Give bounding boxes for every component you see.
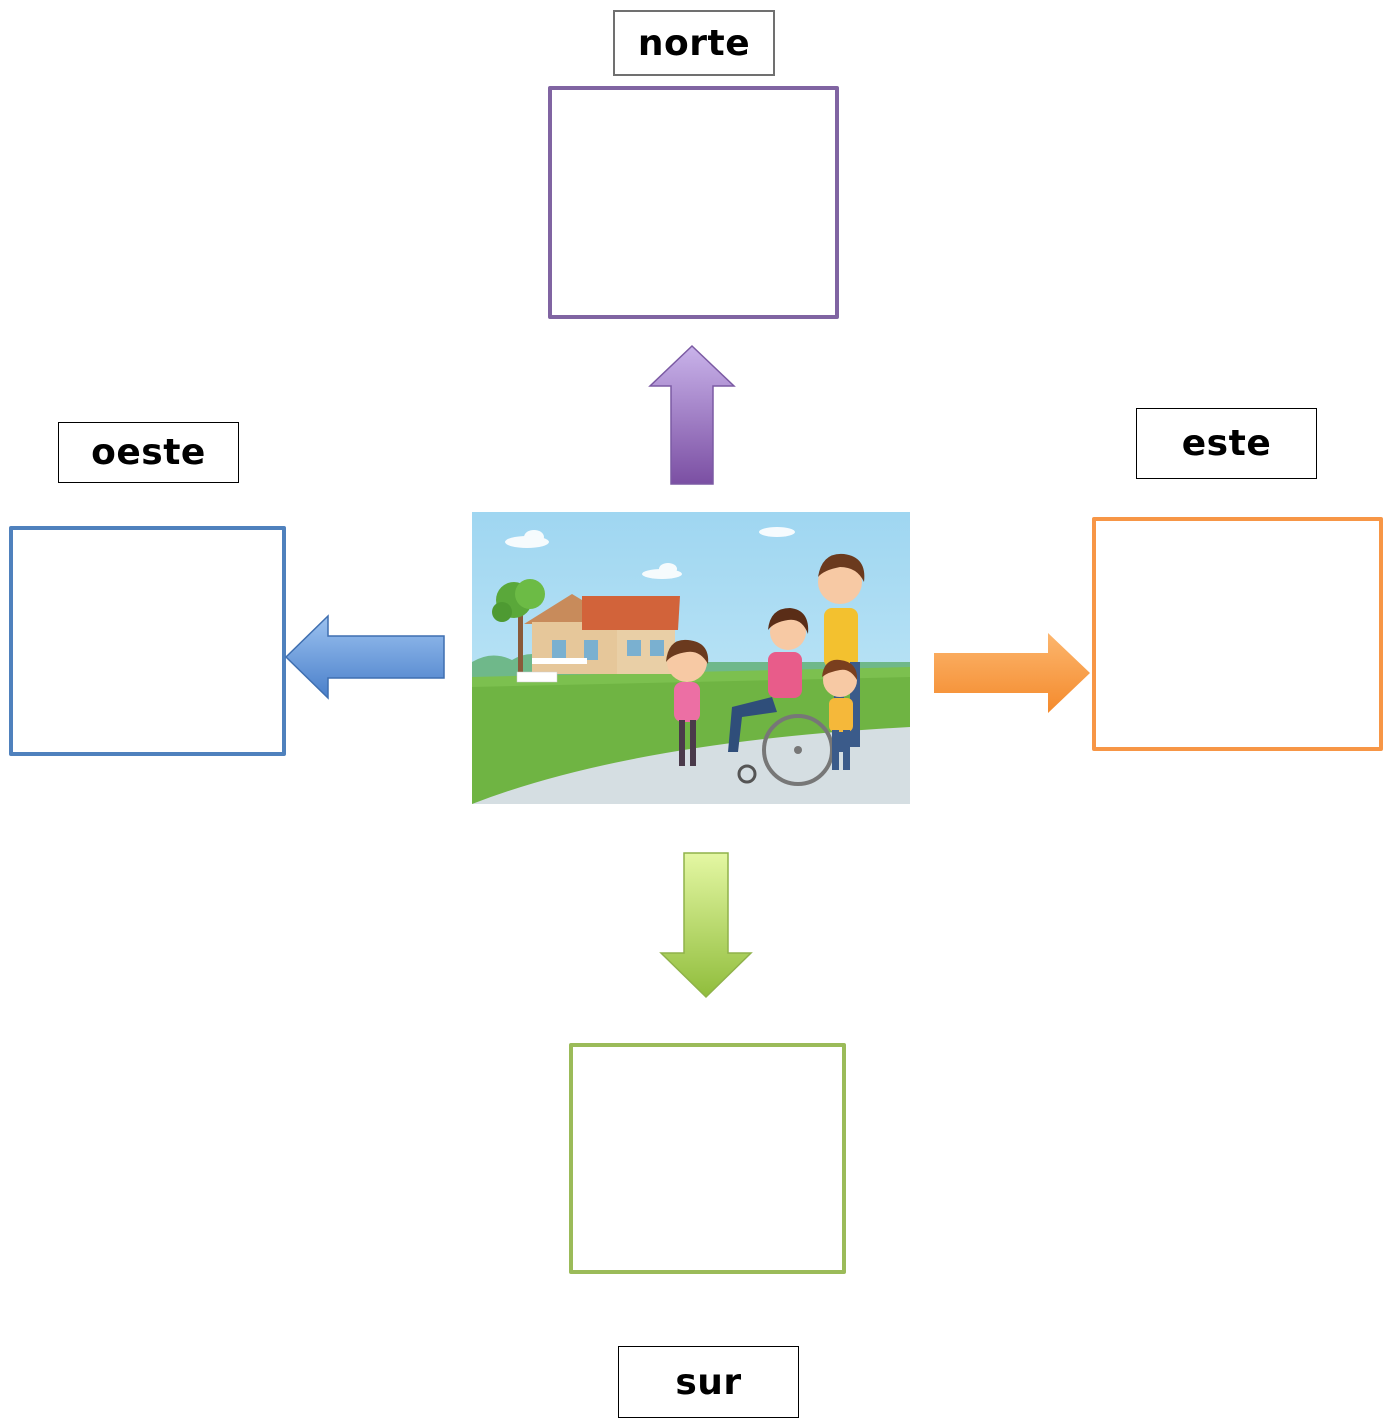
- house-icon: [516, 594, 680, 683]
- girl-figure-icon: [666, 639, 709, 766]
- boy-figure-icon: [822, 659, 858, 770]
- south-label-text: sur: [675, 1361, 742, 1403]
- mother-in-wheelchair-icon: [728, 608, 834, 786]
- east-answer-box[interactable]: [1092, 517, 1383, 751]
- west-answer-box[interactable]: [9, 526, 286, 756]
- south-arrow-icon: [659, 852, 753, 999]
- cloud-icon: [505, 527, 795, 579]
- north-label-text: norte: [637, 22, 751, 64]
- south-answer-box[interactable]: [569, 1043, 846, 1274]
- east-arrow-icon: [934, 633, 1090, 713]
- west-label-text: oeste: [91, 432, 206, 473]
- tree-icon: [492, 579, 545, 672]
- north-arrow-icon: [648, 344, 736, 485]
- family-scene-illustration: [472, 512, 910, 804]
- north-label: norte: [613, 10, 775, 76]
- west-arrow-icon: [284, 614, 445, 700]
- west-label: oeste: [58, 422, 239, 483]
- east-label: este: [1136, 408, 1317, 479]
- north-answer-box[interactable]: [548, 86, 839, 319]
- east-label-text: este: [1181, 423, 1272, 464]
- south-label: sur: [618, 1346, 799, 1418]
